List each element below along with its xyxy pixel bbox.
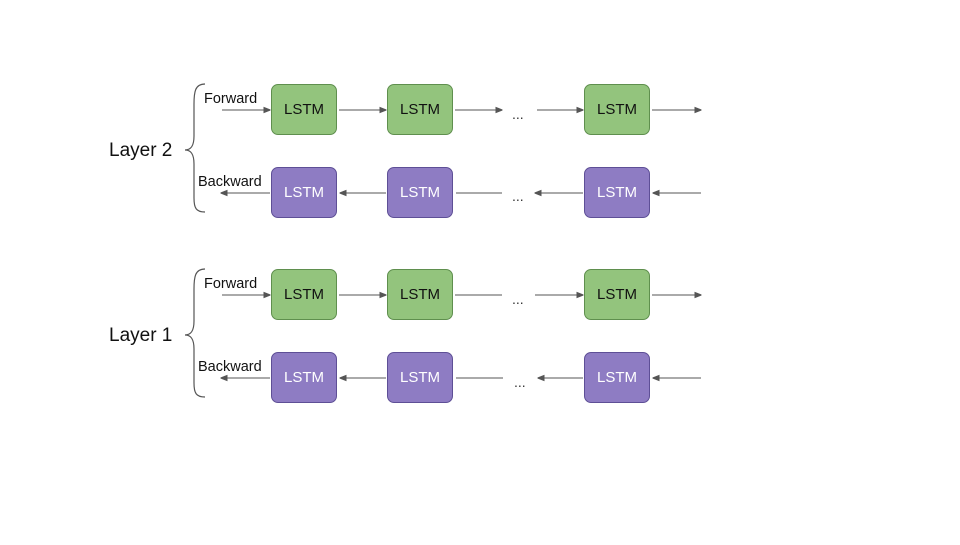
layer-1-forward-label: Forward (204, 276, 258, 292)
layer-2-brace (184, 83, 206, 213)
layer-1-forward-lstm-cell: LSTM (584, 269, 650, 320)
layer-1-backward-ellipsis: ... (514, 374, 526, 390)
layer-2-label: Layer 2 (109, 140, 173, 161)
layer-1-backward-lstm-cell: LSTM (387, 352, 453, 403)
layer-2-forward-label: Forward (204, 91, 258, 107)
layer-2-backward-label: Backward (198, 174, 262, 190)
layer-1-forward-lstm-cell: LSTM (271, 269, 337, 320)
layer-1-backward-label: Backward (198, 359, 262, 375)
layer-2-backward-lstm-cell: LSTM (584, 167, 650, 218)
layer-2-backward-lstm-cell: LSTM (387, 167, 453, 218)
layer-1-label: Layer 1 (109, 325, 173, 346)
layer-2-forward-lstm-cell: LSTM (584, 84, 650, 135)
layer-1-backward-lstm-cell: LSTM (271, 352, 337, 403)
layer-2-forward-ellipsis: ... (512, 106, 524, 122)
layer-2-forward-lstm-cell: LSTM (271, 84, 337, 135)
layer-2-backward-lstm-cell: LSTM (271, 167, 337, 218)
layer-1-brace (184, 268, 206, 398)
layer-2-backward-ellipsis: ... (512, 188, 524, 204)
layer-2-forward-lstm-cell: LSTM (387, 84, 453, 135)
layer-1-forward-lstm-cell: LSTM (387, 269, 453, 320)
layer-1-backward-lstm-cell: LSTM (584, 352, 650, 403)
layer-1-forward-ellipsis: ... (512, 291, 524, 307)
